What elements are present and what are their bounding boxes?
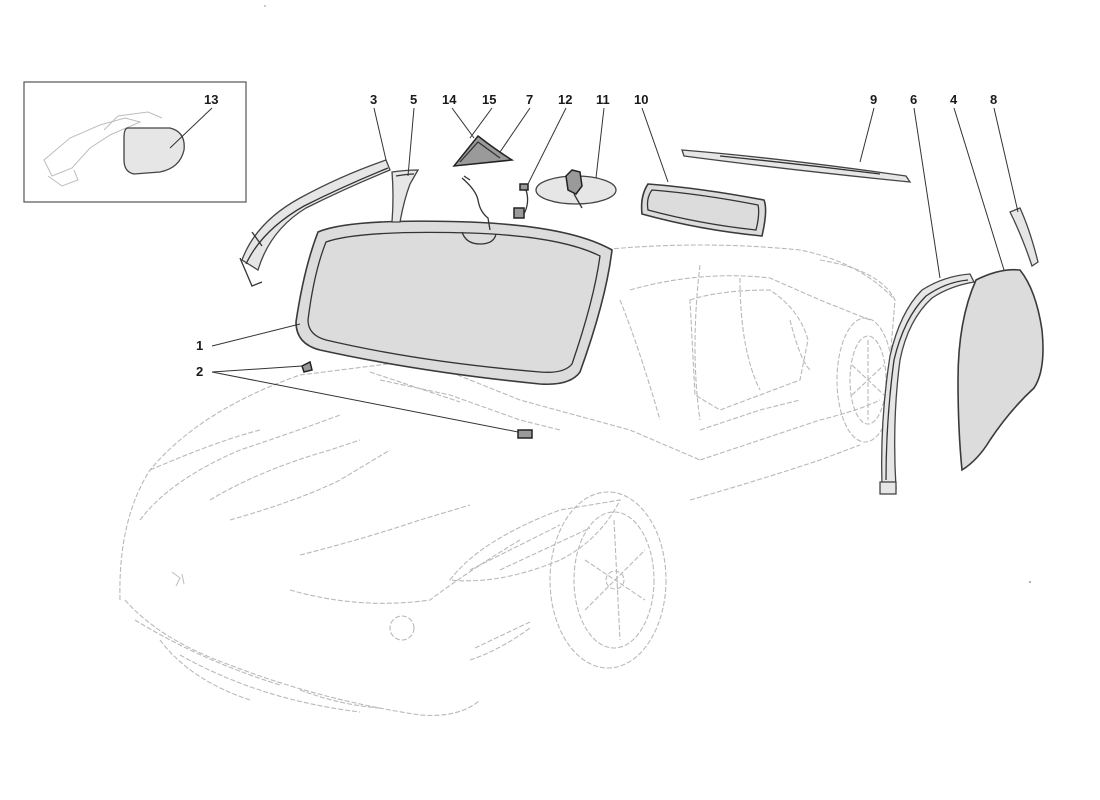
callout-11: 11 [596, 92, 610, 107]
callout-14: 14 [442, 92, 457, 107]
a-pillar-strip [391, 169, 420, 223]
callout-1: 1 [196, 338, 203, 353]
car-outline [119, 244, 896, 716]
left-window-seal [239, 159, 391, 287]
callout-6: 6 [910, 92, 917, 107]
inset-mirror-detail [23, 81, 247, 203]
callout-7: 7 [526, 92, 533, 107]
small-vertical-seal [1009, 207, 1039, 268]
roof-strip [681, 149, 912, 183]
callout-5: 5 [410, 92, 417, 107]
rear-glass-panel [640, 183, 767, 237]
leader-lines [169, 107, 1019, 433]
callout-labels: 1 2 3 4 5 6 7 8 9 10 11 12 13 14 15 [196, 92, 997, 379]
mirror-glass-shape [123, 127, 185, 175]
door-window-channel [879, 273, 975, 495]
callout-10: 10 [634, 92, 648, 107]
callout-3: 3 [370, 92, 377, 107]
door-glass [957, 268, 1044, 472]
rain-sensor-cable [461, 175, 529, 231]
callout-8: 8 [990, 92, 997, 107]
rear-view-mirror [535, 169, 617, 209]
callout-13: 13 [204, 92, 218, 107]
callout-9: 9 [870, 92, 877, 107]
quarter-glass [452, 134, 515, 167]
callout-2: 2 [196, 364, 203, 379]
windscreen-clips [301, 360, 533, 439]
windscreen [295, 220, 613, 386]
callout-15: 15 [482, 92, 496, 107]
callout-4: 4 [950, 92, 958, 107]
callout-12: 12 [558, 92, 572, 107]
